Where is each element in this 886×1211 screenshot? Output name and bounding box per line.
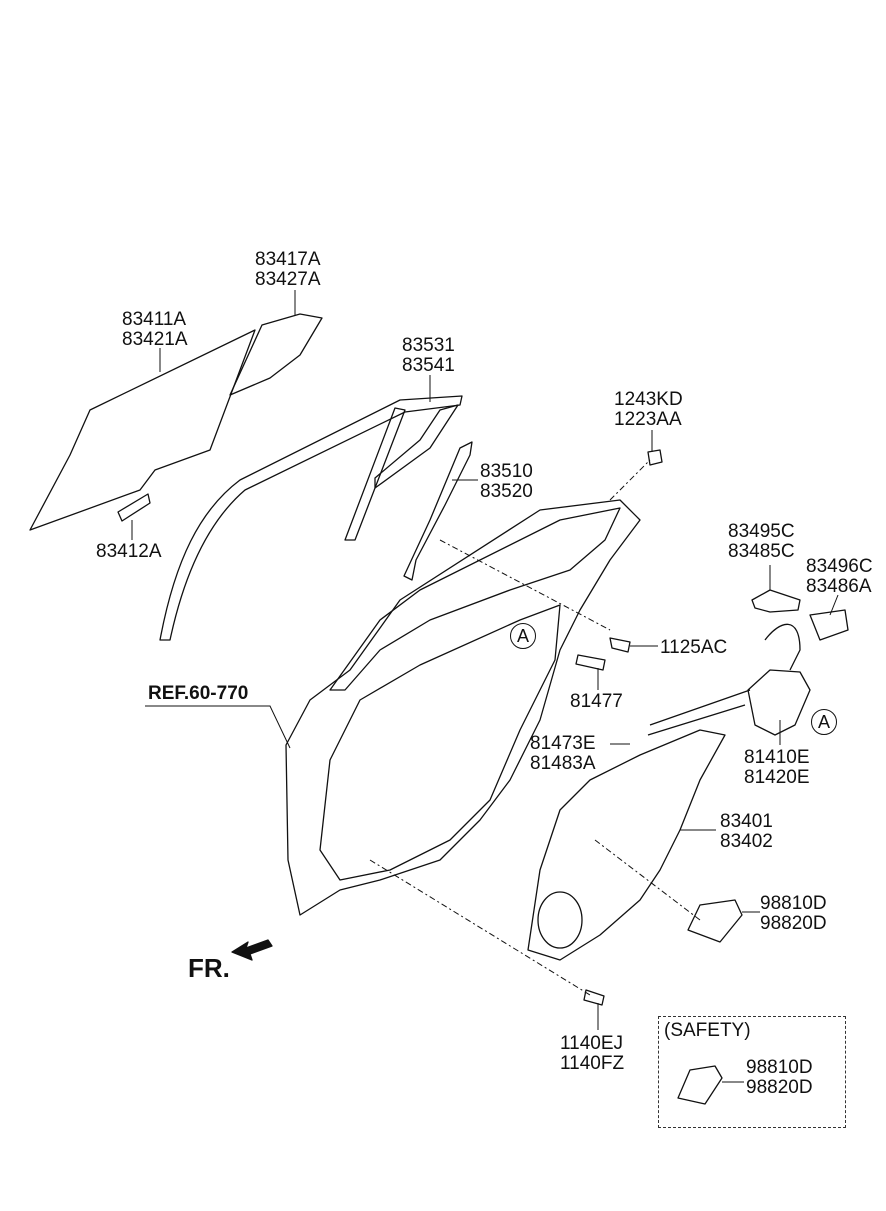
glass-clip [117,493,151,522]
bolt-bottom [583,989,605,1006]
glass-channel-rear [374,404,459,489]
label-83495C: 83495C 83485C [728,521,795,562]
front-label: FR. [188,953,230,983]
label-1125AC: 1125AC [660,637,728,658]
callout-a-right: A [811,709,837,735]
handle-cable-line [764,623,801,671]
screw-1125 [609,637,631,653]
safety-box [658,1016,846,1128]
label-81473E: 81473E 81483A [530,733,596,774]
striker-bolt [575,654,606,671]
door-frame-inner [319,604,561,881]
label-81410E: 81410E 81420E [744,747,810,788]
quarter-glass [229,313,323,396]
label-83510: 83510 83520 [480,461,533,502]
label-81477: 81477 [570,691,623,712]
label-98810D: 98810D 98820D [760,893,827,934]
door-latch [747,669,811,736]
window-motor-safety [677,1065,723,1105]
label-98810D-safety: 98810D 98820D [746,1057,813,1098]
dash-line-1 [439,539,611,631]
door-glass [29,329,256,531]
window-motor [687,899,743,943]
door-frame [285,499,641,916]
label-83417A: 83417A 83427A [255,249,321,290]
label-1243KD: 1243KD 1223AA [614,389,683,430]
dash-line-3 [369,859,591,996]
ref-label: REF.60-770 [148,683,249,704]
speaker-hole [537,891,583,949]
label-83401: 83401 83402 [720,811,773,852]
front-arrow [231,939,273,961]
leader-83496C [829,594,839,616]
bolt-top [647,449,663,466]
regulator-panel [527,729,726,961]
label-1140EJ: 1140EJ 1140FZ [560,1033,625,1074]
latch-rod [647,689,751,736]
label-83411A: 83411A 83421A [122,309,188,350]
dash-line-4 [594,839,701,921]
callout-a-left: A [510,623,536,649]
glass-run [403,441,473,581]
label-83531: 83531 83541 [402,335,455,376]
leader-ref [145,705,291,749]
label-83412A: 83412A [96,541,162,562]
label-83496C: 83496C 83486A [806,556,873,597]
door-frame-window [329,507,621,691]
handle-cable [809,609,849,641]
dash-line-2 [609,459,651,501]
inner-handle [751,589,801,613]
glass-channel-inner [344,407,406,541]
safety-title: (SAFETY) [664,1020,751,1041]
glass-channel [159,395,463,641]
